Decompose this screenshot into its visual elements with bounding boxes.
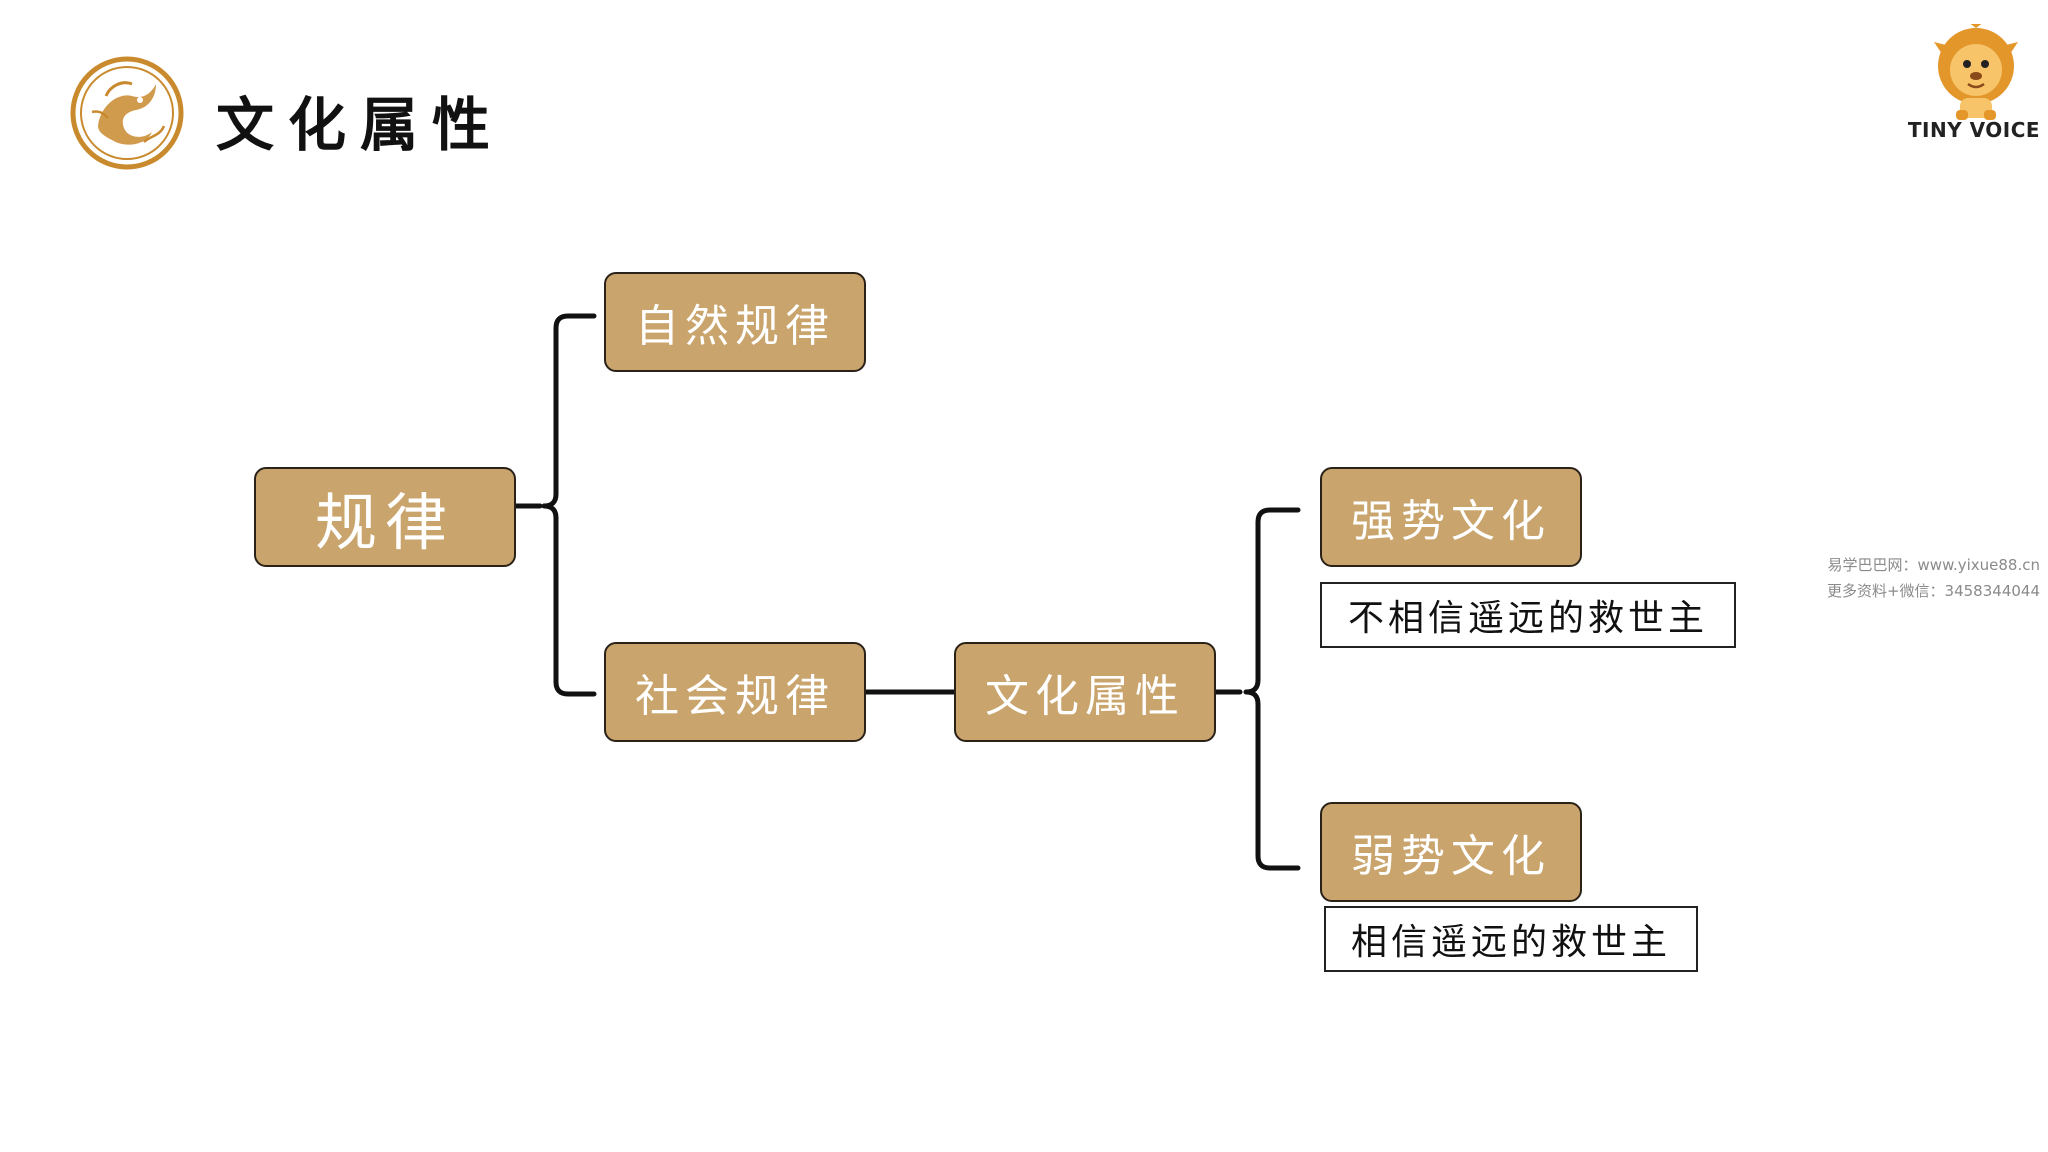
node-strong-culture: 强势文化 (1320, 467, 1582, 567)
node-weak-culture: 弱势文化 (1320, 802, 1582, 902)
brand-name: TINY VOICE (1907, 118, 2041, 142)
watermark-line-2: 更多资料+微信：3458344044 (1826, 582, 2040, 600)
note-strong-culture: 不相信遥远的救世主 (1320, 582, 1736, 648)
dragon-seal-icon (70, 56, 184, 170)
node-social-law: 社会规律 (604, 642, 866, 742)
watermark-line-1: 易学巴巴网：www.yixue88.cn (1827, 556, 2040, 574)
watermark: 易学巴巴网：www.yixue88.cn 更多资料+微信：3458344044 (1790, 552, 2040, 604)
connector-root-bracket (541, 313, 597, 697)
lion-mascot-icon (1934, 24, 2018, 120)
page-title: 文化属性 (216, 91, 505, 159)
node-natural-law: 自然规律 (604, 272, 866, 372)
connector-culture-bracket (1243, 507, 1301, 871)
node-root-law: 规律 (254, 467, 516, 567)
note-weak-culture: 相信遥远的救世主 (1324, 906, 1698, 972)
node-cultural-attribute: 文化属性 (954, 642, 1216, 742)
